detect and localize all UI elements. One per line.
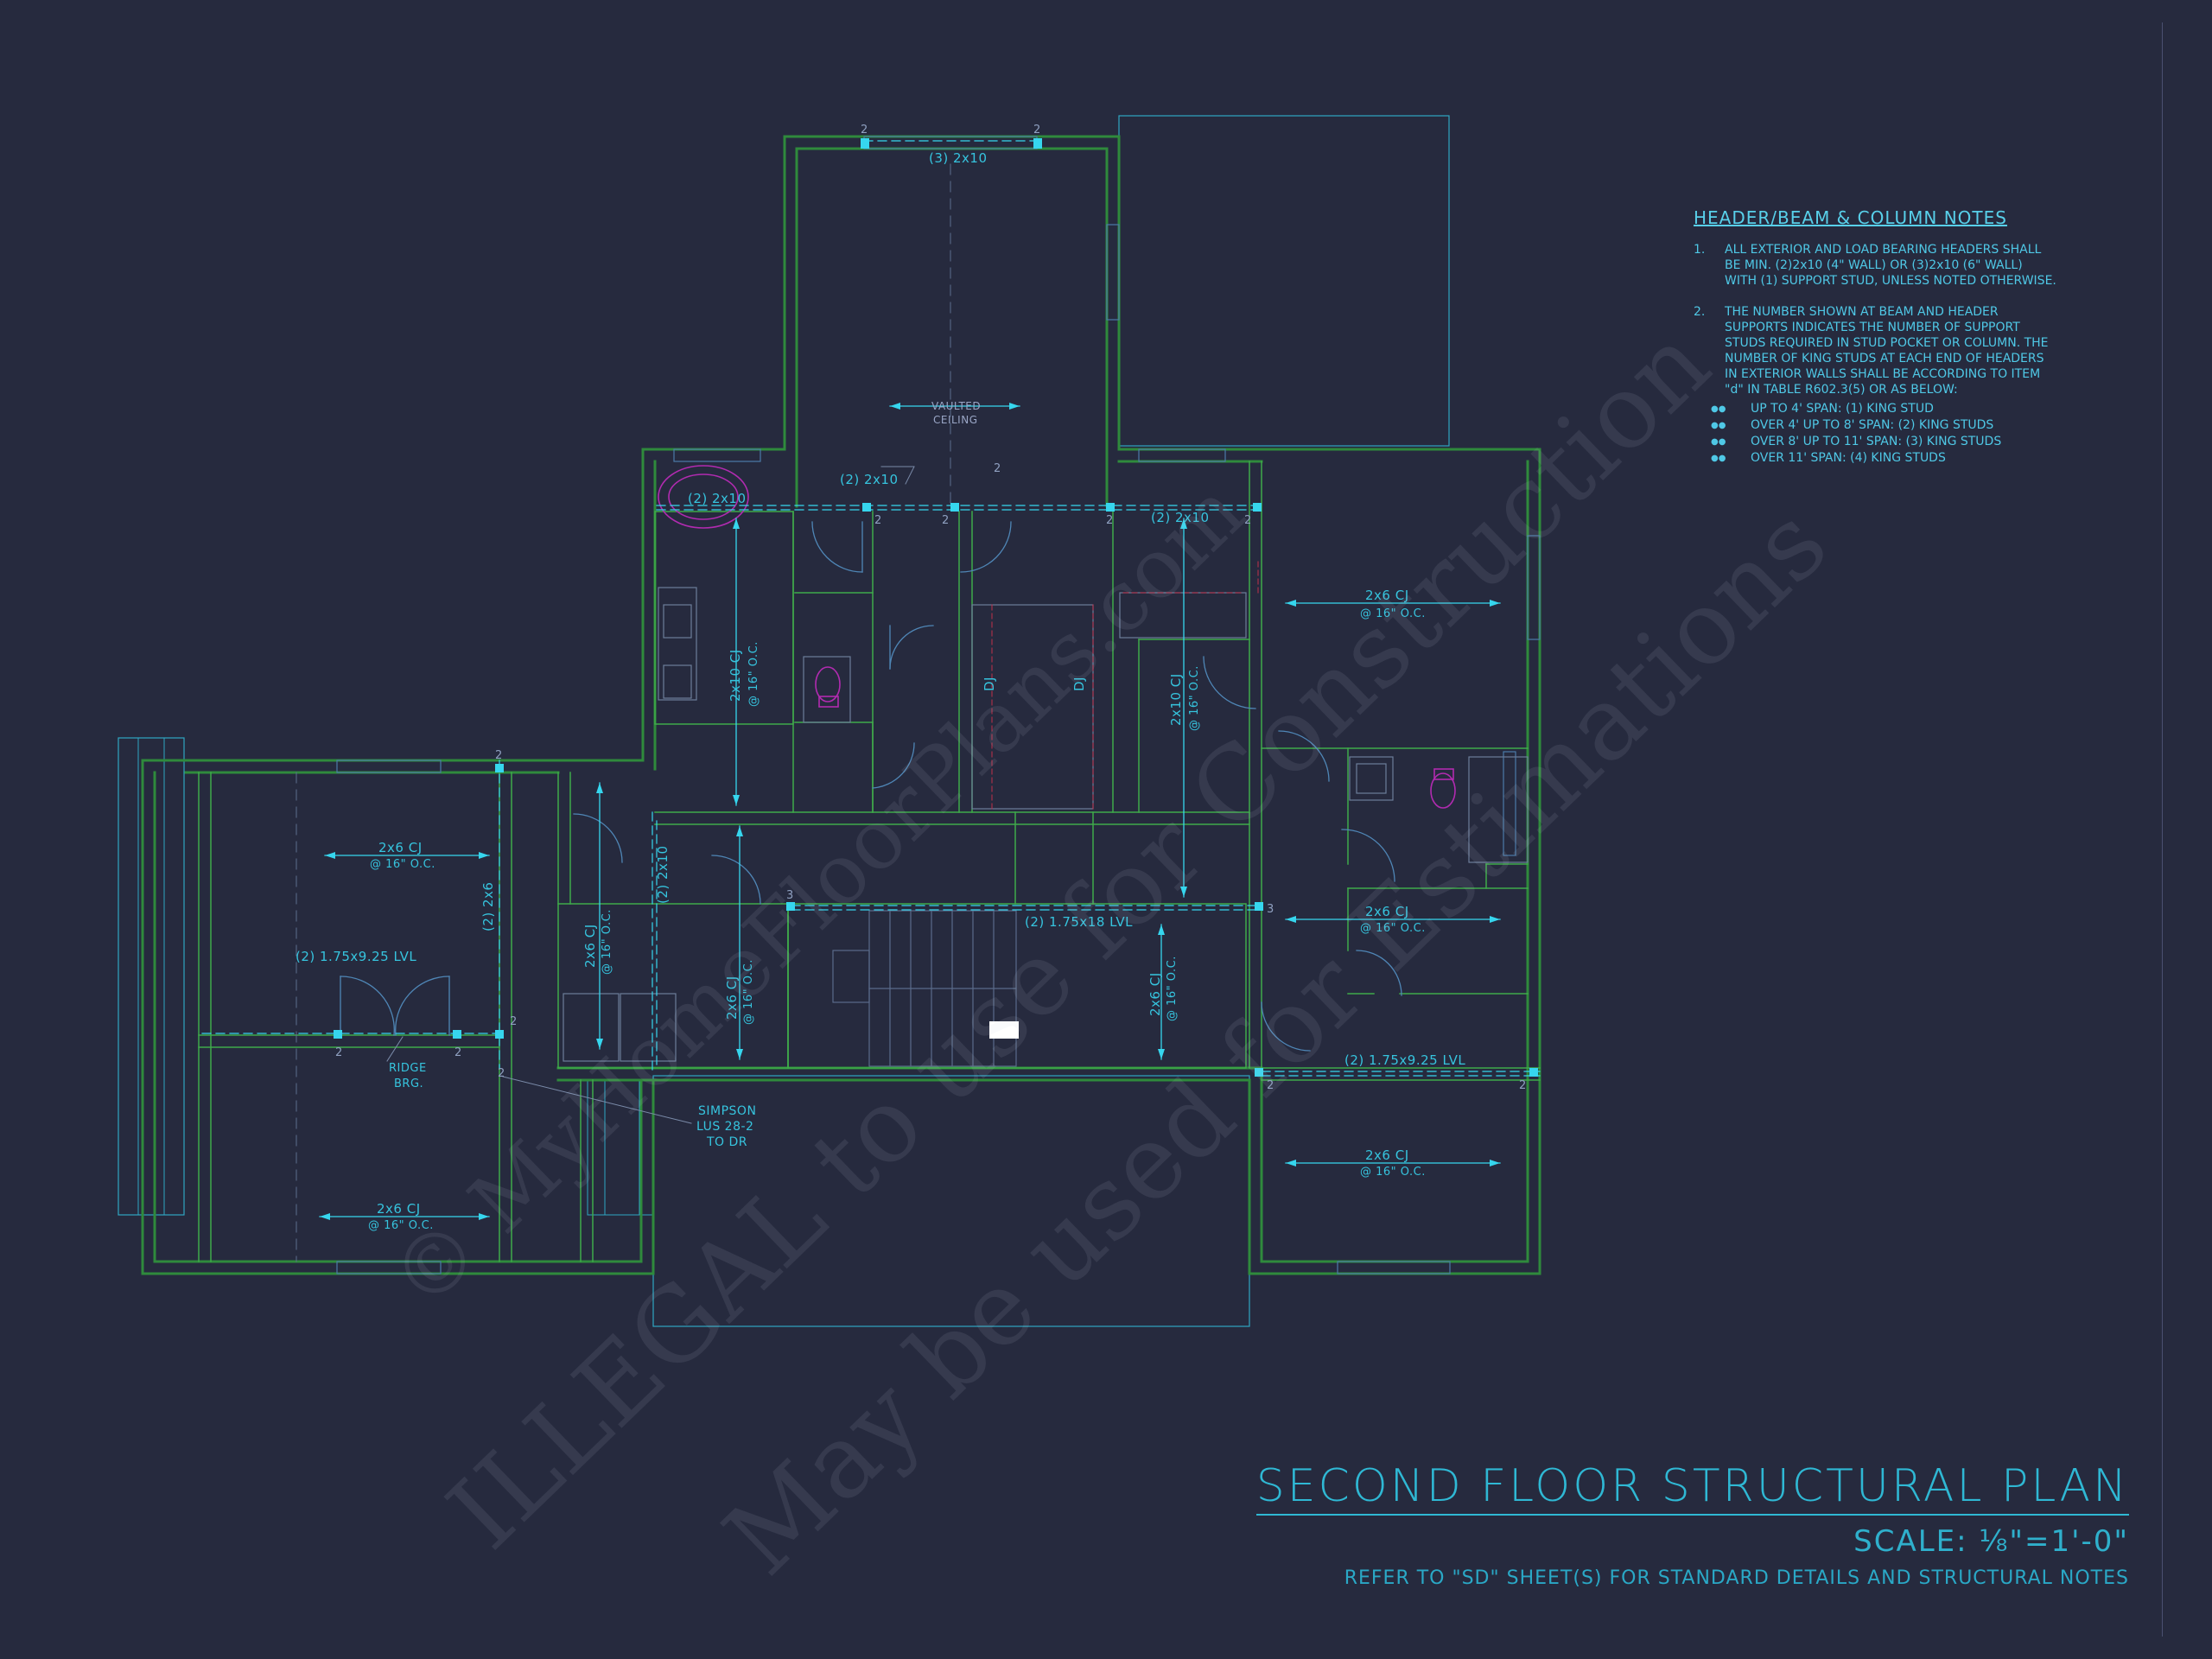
header-2x10-c: (2) 2x10 xyxy=(1151,510,1210,525)
note-item: 2. THE NUMBER SHOWN AT BEAM AND HEADER S… xyxy=(1694,304,2056,397)
header-2x10-a: (2) 2x10 xyxy=(840,472,899,487)
post-count: 3 xyxy=(1267,903,1274,916)
cj-2x10-a: 2x10 CJ xyxy=(728,649,743,702)
note-bullet: ●● OVER 4' UP TO 8' SPAN: (2) KING STUDS xyxy=(1711,417,2056,434)
post-count: 2 xyxy=(861,124,868,137)
cj-laundry: 2x6 CJ xyxy=(582,924,598,968)
dj-label-a: DJ xyxy=(982,677,997,691)
cj-2x10-a-oc: @ 16" O.C. xyxy=(747,641,760,707)
roof-outline-left xyxy=(118,737,185,1216)
header-beam-column-notes: HEADER/BEAM & COLUMN NOTES 1. ALL EXTERI… xyxy=(1694,207,2056,467)
vaulted-label: VAULTED xyxy=(931,400,981,412)
note-text: THE NUMBER SHOWN AT BEAM AND HEADER SUPP… xyxy=(1725,305,2049,397)
post-count: 2 xyxy=(1267,1079,1274,1092)
bullet-icon: ●● xyxy=(1711,454,1726,463)
note-bullet: ●● OVER 11' SPAN: (4) KING STUDS xyxy=(1711,450,2056,467)
cj-stair-oc: @ 16" O.C. xyxy=(1166,956,1179,1021)
ridge-label: RIDGE xyxy=(389,1062,427,1075)
cj-left-bot: 2x6 CJ xyxy=(377,1201,421,1217)
left-2x6-label: (2) 2x6 xyxy=(480,882,496,931)
bullet-icon: ●● xyxy=(1711,437,1726,447)
ridge-brg-label: BRG. xyxy=(394,1077,423,1090)
drawing-title-block: SECOND FLOOR STRUCTURAL PLAN SCALE: ⅛"=1… xyxy=(1255,1460,2129,1589)
left-2x10-label: (2) 2x10 xyxy=(655,845,671,904)
cj-hall: 2x6 CJ xyxy=(724,976,740,1020)
header-2x10-b: (2) 2x10 xyxy=(688,491,747,506)
note-item: 1. ALL EXTERIOR AND LOAD BEARING HEADERS… xyxy=(1694,242,2056,289)
top-header-label: (3) 2x10 xyxy=(929,150,988,166)
bullet-icon: ●● xyxy=(1711,404,1726,414)
drawing-reference: REFER TO "SD" SHEET(S) FOR STANDARD DETA… xyxy=(1344,1567,2129,1589)
cj-left-top-oc: @ 16" O.C. xyxy=(370,858,435,871)
bullet-icon: ●● xyxy=(1711,421,1726,430)
drawing-scale: SCALE: ⅛"=1'-0" xyxy=(1853,1524,2129,1559)
simpson-label: SIMPSON xyxy=(698,1104,756,1118)
bullet-text: OVER 11' SPAN: (4) KING STUDS xyxy=(1751,451,1946,465)
cj-right-top: 2x6 CJ xyxy=(1365,588,1409,603)
stair-treads xyxy=(832,910,1017,1067)
cj-right-mid-oc: @ 16" O.C. xyxy=(1360,922,1426,935)
note-number: 1. xyxy=(1694,243,1706,257)
cj-2x10-b-oc: @ 16" O.C. xyxy=(1188,665,1201,731)
cj-stair: 2x6 CJ xyxy=(1147,972,1163,1016)
cj-right-top-oc: @ 16" O.C. xyxy=(1360,607,1426,620)
bath-room xyxy=(654,511,794,725)
post-count: 3 xyxy=(786,889,794,902)
note-number: 2. xyxy=(1694,305,1706,319)
post-count: 2 xyxy=(498,1067,505,1080)
note-bullet: ●● UP TO 4' SPAN: (1) KING STUD xyxy=(1711,401,2056,417)
bullet-text: OVER 4' UP TO 8' SPAN: (2) KING STUDS xyxy=(1751,418,1994,432)
sheet-border-right xyxy=(2162,22,2163,1637)
post-count: 2 xyxy=(994,462,1001,475)
post-count: 2 xyxy=(874,514,882,527)
left-lvl-label: (2) 1.75x9.25 LVL xyxy=(296,949,416,964)
dj-label-b: DJ xyxy=(1071,677,1087,691)
roof-outline-top xyxy=(1118,115,1450,447)
note-text: ALL EXTERIOR AND LOAD BEARING HEADERS SH… xyxy=(1725,243,2056,288)
post-count: 2 xyxy=(454,1046,462,1059)
cj-2x10-b: 2x10 CJ xyxy=(1168,673,1184,726)
cj-hall-oc: @ 16" O.C. xyxy=(742,959,755,1025)
exterior-walls xyxy=(141,135,1541,1275)
lvl-stair: (2) 1.75x18 LVL xyxy=(1025,914,1133,930)
plumbing-fixtures xyxy=(658,465,1456,809)
post-count: 2 xyxy=(1033,124,1041,137)
post-count: 2 xyxy=(335,1046,343,1059)
post-count: 2 xyxy=(942,514,950,527)
cj-right-mid: 2x6 CJ xyxy=(1365,904,1409,919)
notes-title: HEADER/BEAM & COLUMN NOTES xyxy=(1694,207,2007,228)
simpson-lus-label: LUS 28-2 xyxy=(696,1120,753,1134)
bullet-text: OVER 8' UP TO 11' SPAN: (3) KING STUDS xyxy=(1751,435,2002,448)
cj-right-bot-oc: @ 16" O.C. xyxy=(1360,1166,1426,1179)
cj-right-bot: 2x6 CJ xyxy=(1365,1147,1409,1163)
post-count: 2 xyxy=(1519,1079,1527,1092)
cj-left-top: 2x6 CJ xyxy=(378,840,423,855)
post-count: 2 xyxy=(495,749,503,762)
simpson-dr-label: TO DR xyxy=(706,1135,747,1149)
post-count: 2 xyxy=(1106,514,1114,527)
ceiling-label: CEILING xyxy=(933,414,978,426)
support-posts xyxy=(334,138,1538,1077)
post-count: 2 xyxy=(510,1015,518,1028)
note-bullet: ●● OVER 8' UP TO 11' SPAN: (3) KING STUDS xyxy=(1711,434,2056,450)
lvl-right: (2) 1.75x9.25 LVL xyxy=(1344,1052,1465,1068)
drawing-title: SECOND FLOOR STRUCTURAL PLAN xyxy=(1255,1460,2129,1516)
cj-laundry-oc: @ 16" O.C. xyxy=(601,909,613,975)
bullet-text: UP TO 4' SPAN: (1) KING STUD xyxy=(1751,402,1934,416)
cj-left-bot-oc: @ 16" O.C. xyxy=(368,1219,434,1232)
post-count: 2 xyxy=(1244,514,1252,527)
